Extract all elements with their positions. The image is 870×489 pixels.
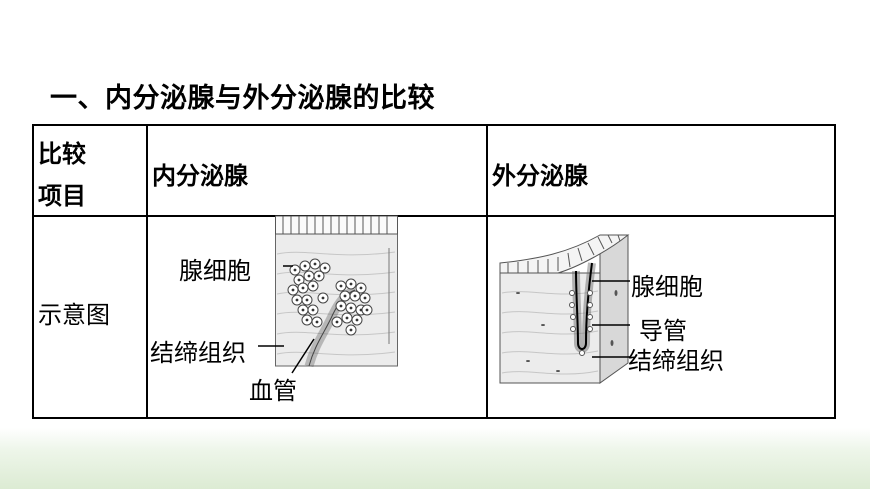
header-cell-endocrine: 内分泌腺 — [146, 124, 488, 217]
comparison-table: 比较 项目 内分泌腺 外分泌腺 示意图 — [32, 124, 836, 419]
header-label-line1: 比较 — [38, 140, 86, 168]
endocrine-label-gland-cell: 腺细胞 — [179, 257, 251, 285]
exocrine-diagram-cell: 腺细胞 导管 结缔组织 — [486, 215, 836, 419]
row-label-cell: 示意图 — [32, 215, 148, 419]
endocrine-blood-vessel-leader-line — [291, 338, 315, 374]
table-header-row: 比较 项目 内分泌腺 外分泌腺 — [32, 124, 836, 217]
exocrine-leader-lines — [592, 280, 630, 358]
exocrine-label-connective-tissue: 结缔组织 — [628, 347, 724, 375]
header-cell-compare-item: 比较 项目 — [32, 124, 148, 217]
header-label-line2: 项目 — [38, 182, 86, 210]
footer-gradient-band — [0, 428, 870, 489]
endocrine-label-connective-tissue: 结缔组织 — [150, 339, 246, 367]
endocrine-gland-diagram — [275, 215, 398, 367]
header-cell-exocrine: 外分泌腺 — [486, 124, 836, 217]
endocrine-label-blood-vessel: 血管 — [249, 377, 297, 405]
header-label-exocrine: 外分泌腺 — [492, 162, 588, 190]
exocrine-gland-diagram — [499, 234, 630, 384]
page-title: 一、内分泌腺与外分泌腺的比较 — [50, 83, 435, 114]
table-row-diagram: 示意图 — [32, 215, 836, 419]
endocrine-diagram-cell: 腺细胞 结缔组织 血管 — [146, 215, 488, 419]
exocrine-label-duct: 导管 — [639, 317, 687, 345]
endocrine-connective-leader-line — [258, 345, 284, 347]
header-label-endocrine: 内分泌腺 — [152, 162, 248, 190]
row-label-diagram: 示意图 — [38, 301, 110, 329]
exocrine-label-gland-cell: 腺细胞 — [631, 273, 703, 301]
